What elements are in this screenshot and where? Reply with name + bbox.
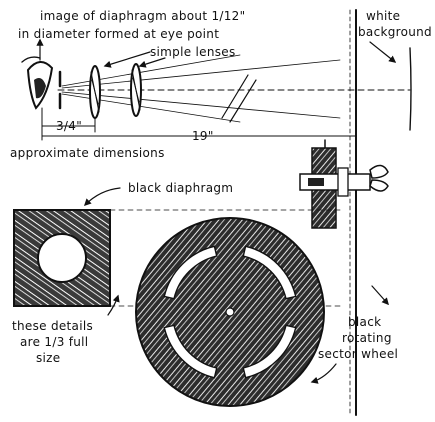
- lens-leader-1: [103, 51, 151, 68]
- black-diaphragm-label: black diaphragm: [128, 181, 233, 195]
- sector-slot-3: [163, 324, 218, 379]
- ray-bottom: [61, 91, 341, 119]
- sector-slot-4: [163, 245, 218, 300]
- wheel-label-line2: rotating: [342, 331, 392, 345]
- details-label-line1: these details: [12, 319, 93, 333]
- approx-dimensions-label: approximate dimensions: [10, 146, 165, 160]
- ray-lower: [61, 93, 241, 123]
- wheel-leader-bottom: [310, 363, 337, 384]
- wheel-label-line3: sector wheel: [318, 347, 398, 361]
- background-leader: [369, 41, 397, 63]
- eye-icon: [21, 56, 54, 110]
- details-label-line2: are 1/3 full: [20, 335, 88, 349]
- wheel-leader-top: [371, 285, 389, 306]
- white-background-label-line1: white: [366, 9, 400, 23]
- ray-top: [61, 59, 341, 89]
- diaphragm-plate: [13, 209, 111, 307]
- dim-short-label: 3/4": [56, 119, 82, 133]
- diaphragm-edge-2: [229, 79, 257, 123]
- background-edge: [409, 47, 412, 131]
- white-background-label-line2: background: [358, 25, 432, 39]
- wing-nut-mount: [299, 139, 389, 229]
- lens-icon: [130, 63, 142, 117]
- sector-slot-2: [242, 324, 297, 379]
- diaphragm-leader: [83, 187, 121, 207]
- wheel-label-line1: black: [348, 315, 381, 329]
- sector-wheel: [135, 217, 325, 407]
- sector-slot-1: [242, 245, 297, 300]
- image-label-line1: image of diaphragm about 1/12": [40, 9, 245, 23]
- simple-lenses-label: simple lenses: [150, 45, 236, 59]
- details-label-line3: size: [36, 351, 60, 365]
- lens-icon: [89, 65, 101, 119]
- details-leader: [107, 294, 120, 316]
- ray-upper: [61, 54, 241, 87]
- lens-leader-2: [138, 57, 166, 68]
- diaphragm-edge-1: [221, 74, 249, 119]
- image-label-line2: in diameter formed at eye point: [18, 27, 219, 41]
- dim-long-label: 19": [192, 129, 214, 143]
